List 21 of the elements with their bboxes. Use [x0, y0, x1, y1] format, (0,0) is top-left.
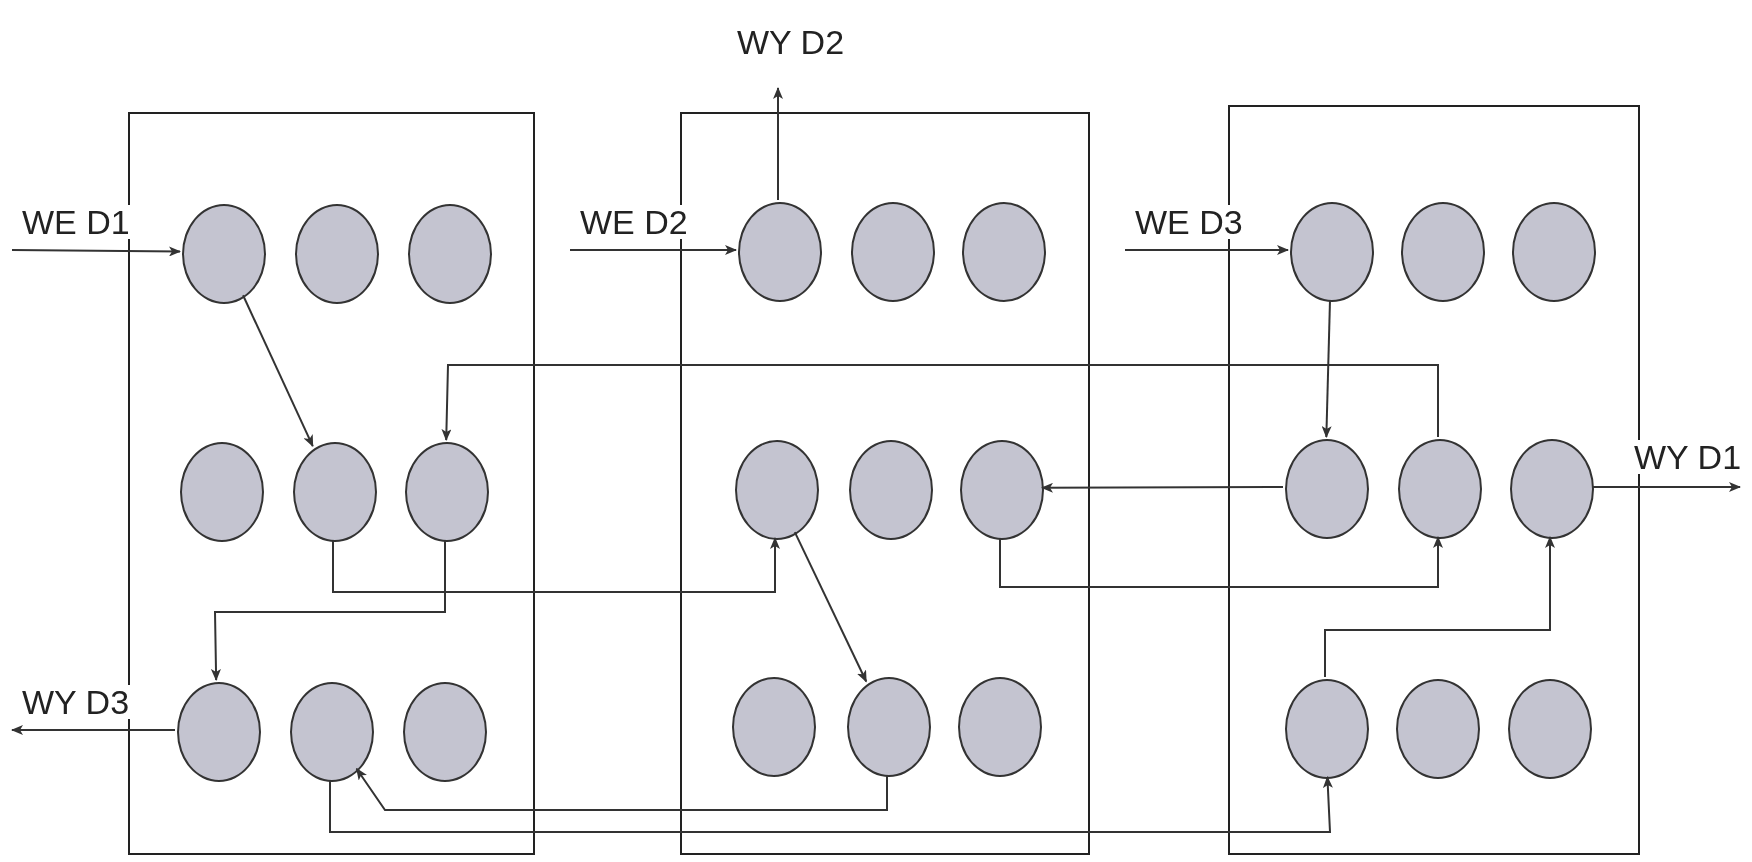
edge-label: WE D1 — [20, 205, 132, 239]
arrow — [569, 245, 737, 255]
arrow — [11, 246, 181, 257]
arrow — [210, 539, 446, 681]
arrow — [355, 767, 888, 811]
edge-label: WE D3 — [1133, 205, 1245, 239]
arrow — [329, 775, 1333, 833]
group-box — [128, 112, 535, 855]
arrow — [332, 537, 780, 593]
arrow — [1591, 482, 1741, 492]
edge-label: WY D3 — [20, 685, 132, 719]
arrow — [242, 294, 314, 448]
arrow — [1324, 536, 1555, 678]
arrow — [1321, 299, 1332, 439]
arrow — [773, 87, 783, 201]
arrow — [999, 536, 1443, 588]
arrow — [1041, 482, 1284, 493]
arrow — [1124, 245, 1289, 255]
arrow — [441, 364, 1439, 441]
arrow — [11, 725, 176, 735]
arrow — [793, 531, 868, 683]
